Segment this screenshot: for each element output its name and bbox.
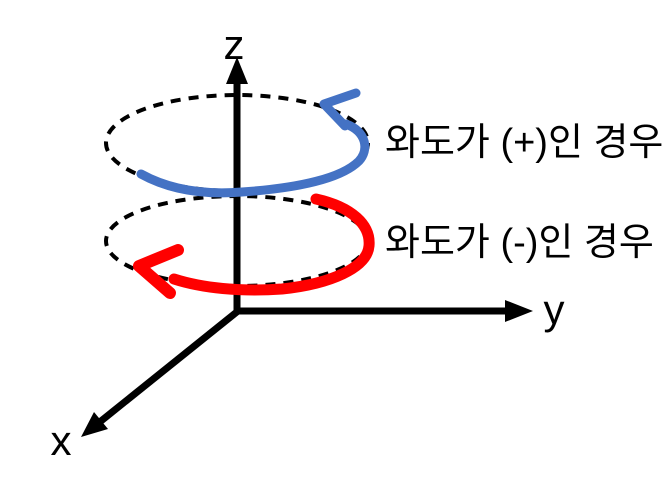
positive-vorticity-arrowhead: [319, 88, 361, 131]
z-axis-arrowhead: [226, 57, 248, 84]
y-axis-arrowhead: [505, 300, 533, 322]
x-axis-label: x: [51, 417, 72, 464]
positive-vorticity-label: 와도가 (+)인 경우: [385, 122, 663, 164]
positive-vorticity-arrow-arc: [136, 119, 370, 198]
y-axis-label: y: [544, 286, 565, 333]
x-axis-arrowhead: [81, 412, 108, 437]
negative-vorticity-arrowhead: [133, 244, 184, 299]
x-axis-line: [98, 308, 241, 424]
negative-vorticity-label: 와도가 (-)인 경우: [385, 222, 654, 264]
negative-vorticity-arrow-arc: [168, 193, 375, 296]
z-axis-label: z: [224, 21, 245, 68]
